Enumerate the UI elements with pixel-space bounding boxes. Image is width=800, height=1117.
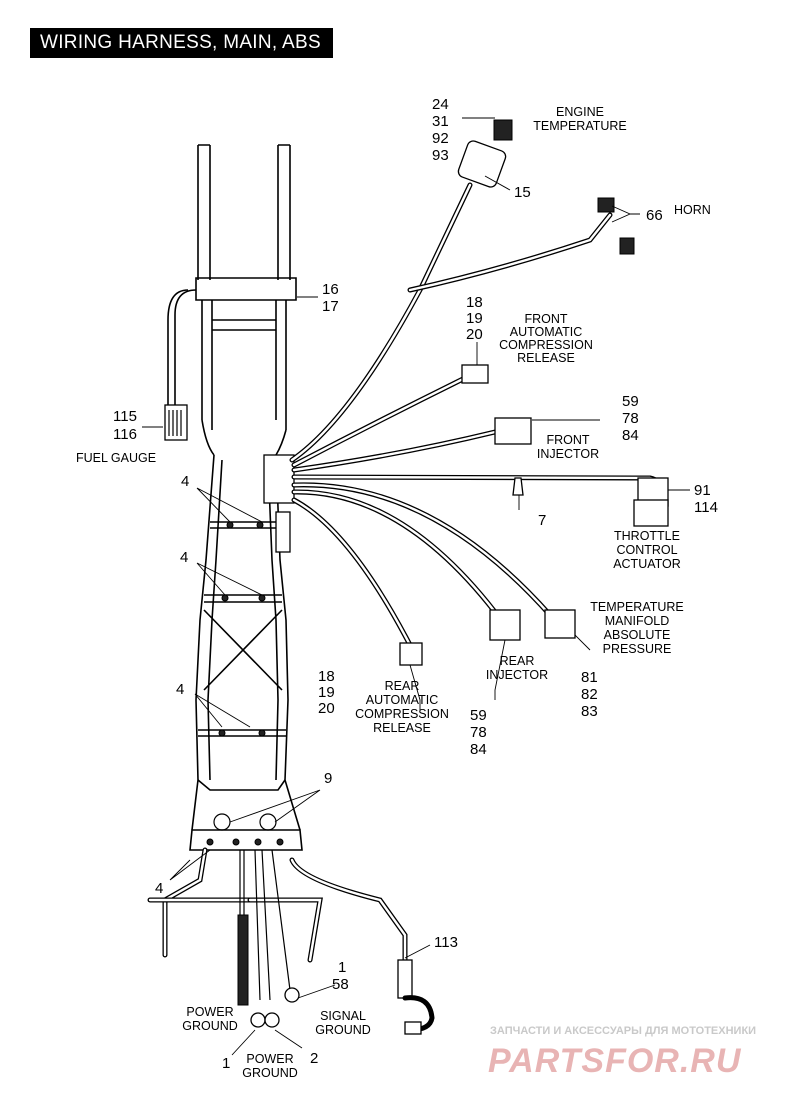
rear-injector-connector [489,609,521,641]
rear-injector-ref-1: 59 [470,707,487,724]
clip-4-ref-c: 4 [176,681,184,698]
rear-acr-connector [399,642,423,666]
ref-2-bottom: 2 [310,1050,318,1067]
rear-acr-ref-2: 19 [318,684,335,701]
rear-acr-ref-1: 18 [318,668,335,685]
front-acr-ref-3: 20 [466,326,483,343]
rear-acr-ref-3: 20 [318,700,335,717]
engine-temp-ref-1: 24 [432,96,449,113]
power-ground-bottom-label-1: POWER [246,1052,293,1066]
power-ground-top-label-1: POWER [186,1005,233,1019]
horn-connectors [597,197,635,255]
rear-injector-label-1: REAR [500,654,535,668]
tmap-label-2: MANIFOLD [605,614,670,628]
watermark-brand: PARTSFOR.RU [488,1042,742,1080]
fuel-gauge-ref-2: 116 [113,426,137,443]
sensor-15-ref: 15 [514,184,531,201]
front-acr-connector [461,364,489,384]
clip-7-ref: 7 [538,512,546,529]
rear-acr-label-2: AUTOMATIC [366,693,438,707]
rear-acr-label-1: REAR [385,679,420,693]
callout-labels: 24 31 92 93 ENGINE TEMPERATURE 15 66 HOR… [76,96,718,1080]
power-ground-top-label-2: GROUND [182,1019,238,1033]
clip-4-ref-b: 4 [180,549,188,566]
engine-temp-ref-4: 93 [432,147,449,164]
tmap-ref-3: 83 [581,703,598,720]
engine-temperature-sensor [457,119,513,188]
rear-acr-label-3: COMPRESSION [355,707,449,721]
clip-4-ref-d: 4 [155,880,163,897]
cable-113-ref: 113 [434,934,458,951]
watermark: ЗАПЧАСТИ И АКСЕССУАРЫ ДЛЯ МОТОТЕХНИКИ PA… [488,1025,756,1080]
front-injector-ref-1: 59 [622,393,639,410]
tmap-label-3: ABSOLUTE [604,628,671,642]
clip-7 [512,477,524,496]
motorcycle-frame [167,144,303,851]
engine-temp-label-1: ENGINE [556,105,604,119]
signal-ground-label-1: SIGNAL [320,1009,366,1023]
tca-ref-1: 91 [694,482,711,499]
throttle-control-actuator-connector [633,477,669,527]
front-acr-label-2: AUTOMATIC [510,325,582,339]
clip-4-ref-a: 4 [181,473,189,490]
horn-label: HORN [674,203,711,217]
frame-ref-2: 17 [322,298,339,315]
tmap-label-4: PRESSURE [603,642,672,656]
front-injector-connector [494,417,532,445]
fuel-gauge-label: FUEL GAUGE [76,451,156,465]
front-injector-ref-2: 78 [622,410,639,427]
ref-1-bottom: 1 [222,1055,230,1072]
power-ground-bottom-label-2: GROUND [242,1066,298,1080]
leader-lines [142,117,690,999]
engine-temp-ref-2: 31 [432,113,449,130]
tca-label-3: ACTUATOR [613,557,681,571]
frame-ref-1: 16 [322,281,339,298]
clip-9-ref: 9 [324,770,332,787]
tca-label-2: CONTROL [616,543,677,557]
tmap-ref-2: 82 [581,686,598,703]
tmap-ref-1: 81 [581,669,598,686]
signal-ref-1: 1 [338,959,346,976]
rear-injector-ref-3: 84 [470,741,487,758]
front-acr-label-1: FRONT [524,312,567,326]
fuel-gauge-ref-1: 115 [113,408,137,425]
horn-ref: 66 [646,207,663,224]
fuel-gauge-connector [164,404,188,441]
front-acr-label-4: RELEASE [517,351,575,365]
front-injector-label-1: FRONT [546,433,589,447]
tmap-label-1: TEMPERATURE [590,600,684,614]
signal-ref-2: 58 [332,976,349,993]
tca-label-1: THROTTLE [614,529,680,543]
rear-injector-ref-2: 78 [470,724,487,741]
page-title: WIRING HARNESS, MAIN, ABS [30,28,333,58]
front-acr-label-3: COMPRESSION [499,338,593,352]
watermark-tagline: ЗАПЧАСТИ И АКСЕССУАРЫ ДЛЯ МОТОТЕХНИКИ [490,1025,756,1037]
main-harness-branches [289,182,663,648]
front-injector-label-2: INJECTOR [537,447,599,461]
rear-injector-label-2: INJECTOR [486,668,548,682]
front-injector-ref-3: 84 [622,427,639,444]
engine-temp-ref-3: 92 [432,130,449,147]
signal-ground-label-2: GROUND [315,1023,371,1037]
front-acr-ref-1: 18 [466,294,483,311]
rear-acr-label-4: RELEASE [373,721,431,735]
engine-temp-label-2: TEMPERATURE [533,119,627,133]
tmap-sensor [544,609,576,639]
front-acr-ref-2: 19 [466,310,483,327]
rear-harness [147,847,435,1035]
tca-ref-2: 114 [694,499,718,516]
